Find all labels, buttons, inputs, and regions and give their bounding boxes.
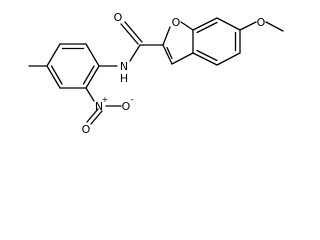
bond-ring-a5-a6 [46,65,61,89]
carbonyl-oxygen-label: O [114,11,123,24]
structure-svg: O O O N H N + O O - [28,11,284,136]
nitro-minus-charge: - [130,95,133,105]
nitro-oxygen-double-label: O [82,123,91,136]
bonds [28,17,284,125]
bond-c7a-c7 [192,17,218,31]
bond-c7-c6 [216,17,241,31]
bond-ring-a3-a4 [85,65,100,89]
furan-oxygen-label: O [172,16,181,29]
methoxy-oxygen-label: O [257,16,266,29]
bond-ring-inner-2 [82,65,95,85]
bond-ring-nitro [85,87,95,102]
bond-benzo-inner-1 [196,21,218,34]
bond-c3a-c3 [171,52,194,65]
bond-nitro-o-double-b [90,110,103,125]
nitro-plus-charge: + [102,95,109,104]
nitro-oxygen-single-label: O [122,100,131,113]
bond-nh-carbonyl [129,44,141,62]
bond-benzo-inner-3 [196,49,218,62]
bond-carbonyl-double-a [120,23,139,45]
amide-nitrogen-label: N [120,60,128,73]
nitro-nitrogen-label: N [95,100,103,113]
bond-c5-c4 [216,52,241,66]
bond-ring-a6-a1 [46,43,61,67]
bond-o1-c7a [180,21,194,31]
bond-ring-inner-3 [50,65,63,85]
bond-o-methyl [265,21,284,32]
bond-c4-c3a [192,52,218,66]
bond-c3-c2 [162,44,173,65]
bond-carbonyl-double-b [124,21,143,43]
bond-c3-c2-inner [166,46,173,60]
bond-c6-o-methoxy [239,21,257,31]
molecule-drawing: O O O N H N + O O - [28,11,284,136]
bond-ring-a2-a3 [85,43,100,67]
amide-hydrogen-label: H [120,72,128,85]
bond-c2-o1 [162,26,171,46]
bond-nitro-o-double-a [86,108,99,123]
